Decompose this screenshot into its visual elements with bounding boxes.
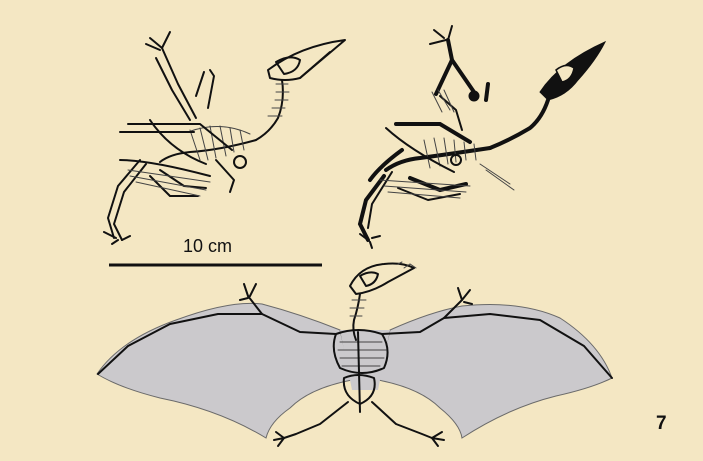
fossil-photo-right <box>360 26 605 248</box>
figure-number: 7 <box>656 413 667 435</box>
scale-bar-label: 10 cm <box>183 236 232 257</box>
skeleton-reconstruction <box>97 262 612 446</box>
wing-membrane <box>97 303 352 438</box>
fossil-drawing-left <box>104 32 345 244</box>
